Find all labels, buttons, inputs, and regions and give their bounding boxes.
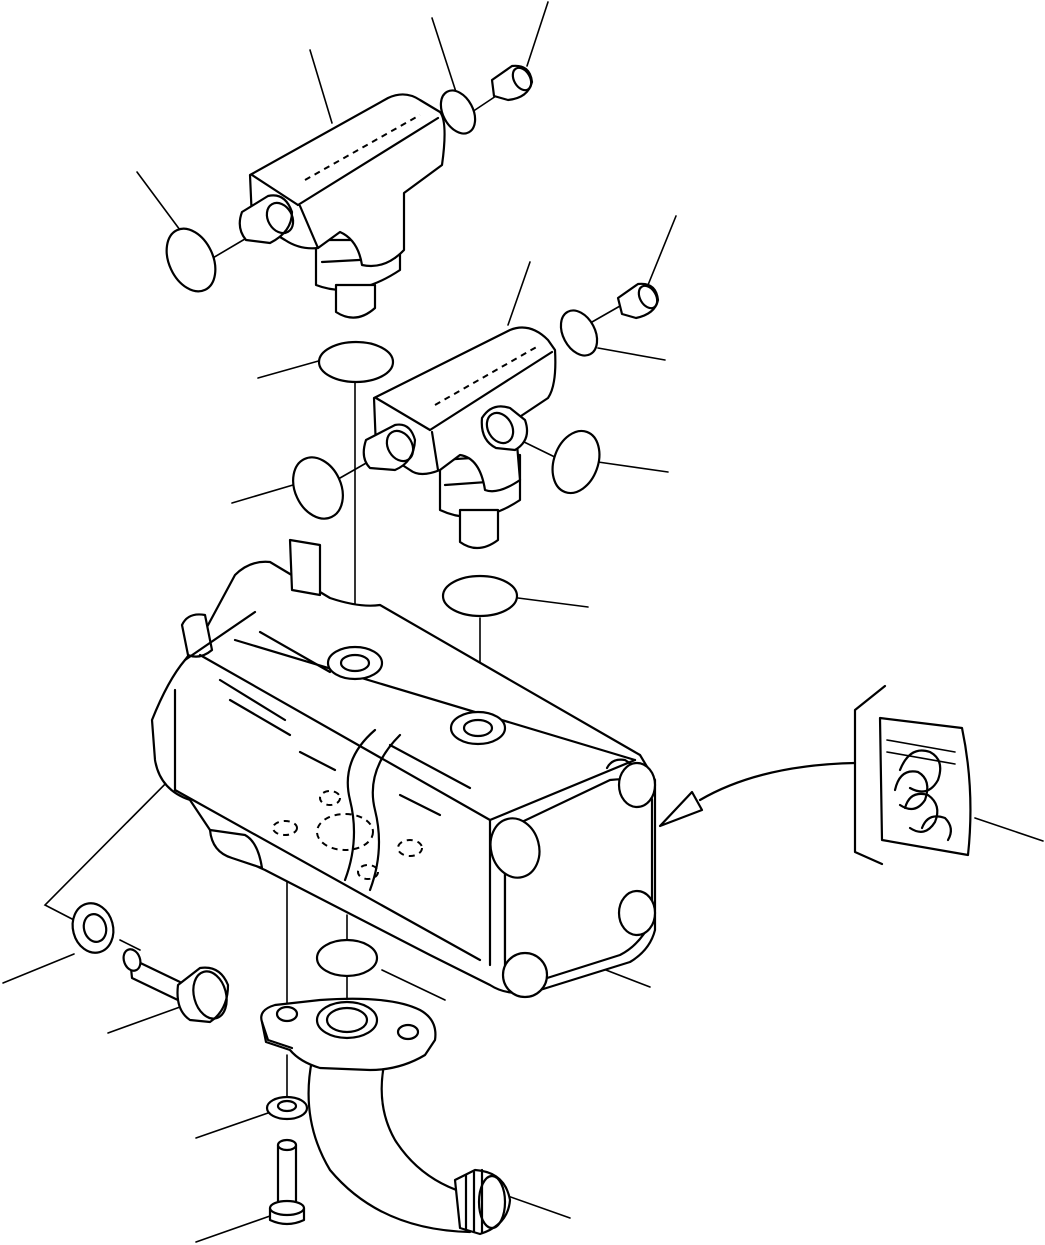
leader-line xyxy=(257,359,323,379)
leader-line xyxy=(597,461,669,473)
lower-tee-fitting-icon xyxy=(292,282,660,550)
leader-line xyxy=(526,1,549,67)
leader-line xyxy=(647,215,677,286)
seal-kit-bag-icon xyxy=(853,684,972,866)
leader-line xyxy=(431,17,457,93)
leader-line xyxy=(507,261,531,326)
bolt-icon xyxy=(122,948,230,1024)
leader-line xyxy=(231,484,294,504)
leader-line xyxy=(195,1215,271,1243)
leader-line xyxy=(974,817,1044,842)
leader-line xyxy=(597,347,666,361)
leader-line xyxy=(517,597,589,608)
leader-line xyxy=(381,969,446,1001)
leader-line xyxy=(504,1194,571,1219)
leader-line xyxy=(195,1112,269,1139)
leader-line xyxy=(309,49,333,124)
washer-icon xyxy=(71,902,115,954)
o-ring-icon xyxy=(315,938,379,978)
pump-body-icon xyxy=(150,538,657,999)
axis-line xyxy=(119,939,141,951)
washer-icon xyxy=(265,1095,309,1121)
upper-tee-fitting-icon xyxy=(165,64,534,319)
o-ring-icon xyxy=(317,340,395,384)
pointer-arrow-icon xyxy=(658,761,857,828)
leader-line xyxy=(2,953,75,984)
o-ring-icon xyxy=(441,574,519,618)
bolt-icon xyxy=(268,1138,306,1226)
leader-line xyxy=(107,1006,181,1034)
leader-line xyxy=(136,171,181,231)
flange-elbow-icon xyxy=(260,997,512,1236)
